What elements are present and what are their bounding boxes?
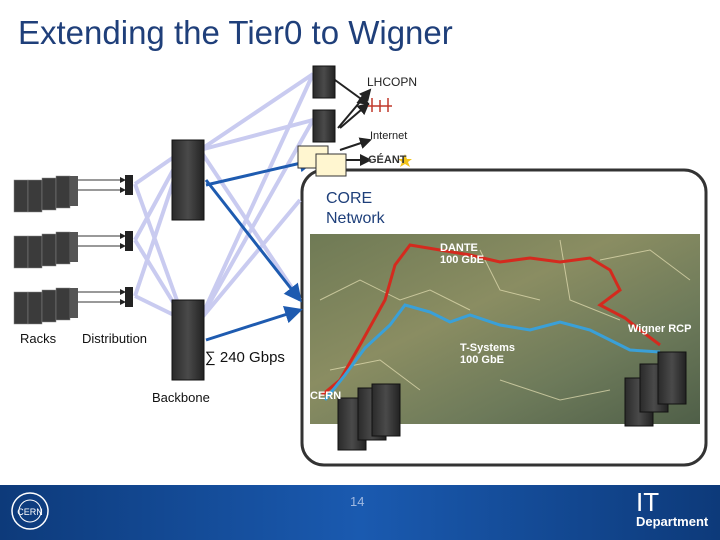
backbone-links [204,154,317,342]
racks-label: Racks [20,331,57,346]
svg-text:CERN: CERN [17,507,43,517]
geant-star-icon [398,154,412,167]
core-label-line2: Network [326,210,385,227]
cern-logo-icon: CERN [11,492,49,530]
dept-it-text: IT [636,487,660,517]
it-department-logo: IT Department [636,487,709,529]
core-router-2 [312,109,336,143]
lhcopn-label: LHCOPN [367,75,418,89]
distribution-label: Distribution [82,331,148,346]
cern-rack-3 [371,383,401,437]
router-lower [171,299,205,381]
router-upper [171,139,205,221]
external-links [334,79,372,166]
footer-bar [0,485,720,540]
tsystems-label: T-Systems 100 GbE [460,342,516,366]
rack-group-2 [13,231,133,269]
core-label-line1: CORE [326,190,373,207]
wigner-rack-3 [657,351,687,405]
core-router-1 [312,65,336,99]
wigner-label: Wigner RCP [628,323,692,335]
tsystems-route [323,303,661,401]
rack-links [76,177,126,305]
dante-label: DANTE 100 GbE [440,242,485,266]
lhcopn-logo-icon [368,98,392,112]
dept-word-text: Department [636,514,709,529]
geant-label: GÉANT [368,154,407,166]
slide-title: Extending the Tier0 to Wigner [18,14,453,51]
page-number: 14 [350,494,365,509]
dante-route [321,243,661,397]
rack-group-3 [13,287,133,325]
rack-group-1 [13,175,133,213]
backbone-label: Backbone [152,390,210,405]
cern-label: CERN [310,390,342,402]
core-router-4 [315,153,347,177]
capacity-label: ∑ 240 Gbps [205,349,285,366]
internet-label: Internet [370,130,408,142]
